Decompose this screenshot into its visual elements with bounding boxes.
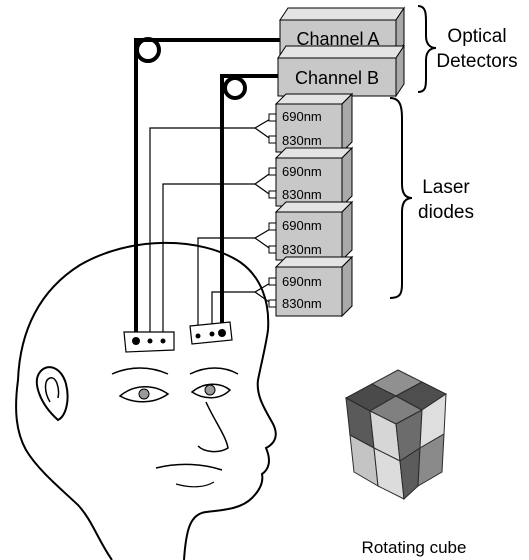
head-illustration [15,241,277,560]
laser-diode-3: 690nm 830nm [268,200,354,262]
laser-4-690-label: 690nm [282,274,322,289]
diode-connector [268,113,277,122]
fiber-channel-a [134,38,280,344]
box-top [279,7,405,21]
cube-label: Rotating cube [362,538,467,557]
head-outline [15,241,277,560]
lower-lip [175,481,215,488]
laser-2-830-label: 830nm [282,187,322,202]
laser-3-690-label: 690nm [282,218,322,233]
fiber-loop-a [135,37,161,63]
detector-fibers [134,37,280,344]
left-pupil [138,388,150,400]
channel-b-label: Channel B [295,68,379,88]
channel-a-label: Channel A [296,29,379,49]
left-brow [111,367,169,375]
diode-connector [268,277,277,286]
diode-connector [268,190,277,199]
right-brow [189,367,239,375]
laser-1-690-label: 690nm [282,109,322,124]
mouth [155,463,223,471]
diode-connector [268,222,277,231]
rotating-cube [344,369,447,501]
laser-diode-2: 690nm 830nm [268,146,354,208]
lasers-brace [389,97,413,299]
lasers-label-line2: diodes [418,202,474,223]
detectors-label-line2: Detectors [436,51,517,72]
right-eye [190,383,232,399]
probe-pad-left [123,331,175,353]
left-eye [118,386,170,403]
fiber-loop-b [223,76,247,100]
diode-connector [268,167,277,176]
lasers-label-line1: Laser [422,177,470,198]
laser-1-830-label: 830nm [282,133,322,148]
detectors-label-line1: Optical [447,26,506,47]
channel-b-box: Channel B [277,44,405,98]
diode-connector [268,135,277,144]
diode-connector [268,245,277,254]
laser-wires [149,117,273,344]
laser-diode-4: 690nm 830nm [268,255,354,318]
laser-4-830-label: 830nm [282,296,322,311]
ear [35,366,69,422]
right-pupil [204,384,216,396]
box-top [277,45,405,59]
laser-3-830-label: 830nm [282,242,322,257]
diode-connector [268,299,277,308]
nose [197,401,229,453]
probe-pad-right [189,321,233,345]
laser-diode-1: 690nm 830nm [268,92,354,154]
detectors-brace [417,5,437,93]
box-front [277,57,397,97]
fiber-channel-b [220,74,280,336]
laser-2-690-label: 690nm [282,164,322,179]
ear-inner [44,377,60,403]
